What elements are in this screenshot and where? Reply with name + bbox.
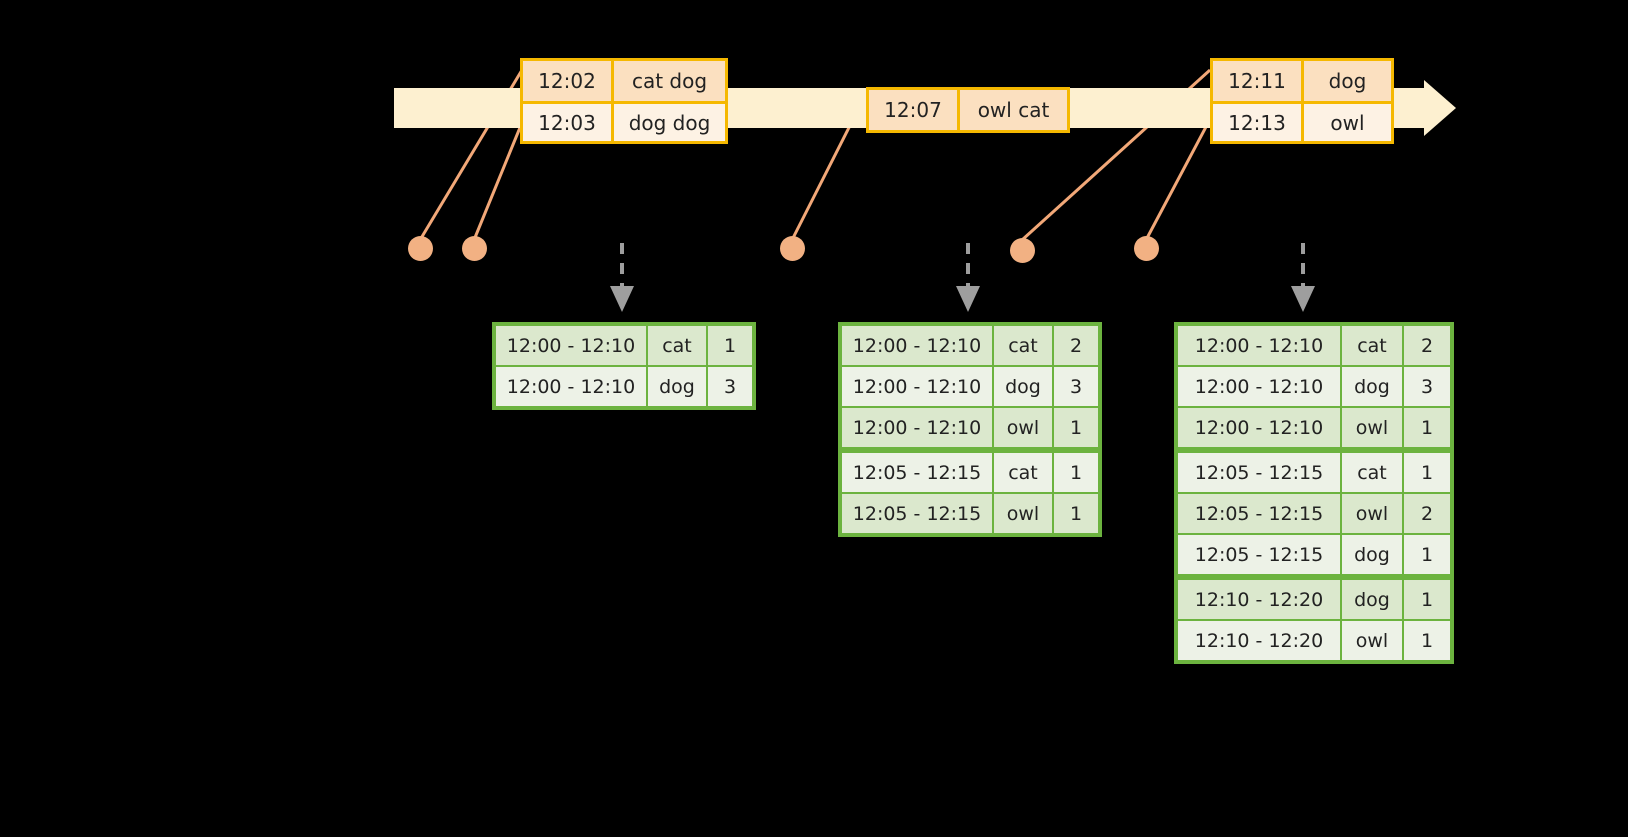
event-dot-3[interactable]: [780, 236, 805, 261]
cell-window: 12:00 - 12:10: [1178, 367, 1340, 406]
cell-count: 1: [1404, 580, 1450, 619]
event-dot-5[interactable]: [1134, 236, 1159, 261]
cell-window: 12:00 - 12:10: [496, 326, 646, 365]
event-words: cat dog: [611, 61, 725, 101]
cell-window: 12:05 - 12:15: [842, 494, 992, 533]
table-row[interactable]: 12:05 - 12:15 owl 1: [842, 494, 1098, 533]
table-row[interactable]: 12:10 - 12:20 owl 1: [1178, 621, 1450, 660]
cell-word: dog: [994, 367, 1052, 406]
event-words: dog dog: [611, 104, 725, 141]
timeline-arrowhead: [1424, 80, 1456, 136]
cell-count: 2: [1404, 326, 1450, 365]
cell-count: 1: [1404, 453, 1450, 492]
table-row[interactable]: 12:05 - 12:15 cat 1: [842, 453, 1098, 492]
table-row[interactable]: 12:00 - 12:10 owl 1: [842, 408, 1098, 447]
cell-word: owl: [994, 408, 1052, 447]
cell-window: 12:10 - 12:20: [1178, 580, 1340, 619]
cell-window: 12:05 - 12:15: [1178, 494, 1340, 533]
event-dot-2[interactable]: [462, 236, 487, 261]
cell-word: cat: [648, 326, 706, 365]
event-row[interactable]: 12:11 dog: [1213, 61, 1391, 101]
table-row[interactable]: 12:00 - 12:10 dog 3: [1178, 367, 1450, 406]
table-row[interactable]: 12:00 - 12:10 dog 3: [842, 367, 1098, 406]
cell-window: 12:00 - 12:10: [496, 367, 646, 406]
cell-window: 12:05 - 12:15: [1178, 453, 1340, 492]
cell-word: cat: [994, 453, 1052, 492]
result-table-1[interactable]: 12:00 - 12:10 cat 1 12:00 - 12:10 dog 3: [492, 322, 756, 410]
cell-word: owl: [1342, 494, 1402, 533]
cell-word: owl: [994, 494, 1052, 533]
event-box-group-3[interactable]: 12:11 dog 12:13 owl: [1210, 58, 1394, 144]
cell-window: 12:05 - 12:15: [1178, 535, 1340, 574]
cell-window: 12:00 - 12:10: [1178, 326, 1340, 365]
cell-word: owl: [1342, 408, 1402, 447]
cell-count: 1: [1054, 453, 1098, 492]
cell-count: 1: [1054, 494, 1098, 533]
event-time: 12:13: [1213, 104, 1301, 141]
event-time: 12:11: [1213, 61, 1301, 101]
event-time: 12:02: [523, 61, 611, 101]
event-words: dog: [1301, 61, 1391, 101]
cell-count: 3: [708, 367, 752, 406]
event-row[interactable]: 12:03 dog dog: [523, 101, 725, 141]
cell-window: 12:00 - 12:10: [842, 326, 992, 365]
cell-word: cat: [1342, 453, 1402, 492]
result-table-2[interactable]: 12:00 - 12:10 cat 2 12:00 - 12:10 dog 3 …: [838, 322, 1102, 537]
cell-word: cat: [994, 326, 1052, 365]
event-box-group-2[interactable]: 12:07 owl cat: [866, 87, 1070, 133]
cell-window: 12:10 - 12:20: [1178, 621, 1340, 660]
table-row[interactable]: 12:00 - 12:10 cat 2: [1178, 326, 1450, 365]
cell-count: 2: [1404, 494, 1450, 533]
result-table-3[interactable]: 12:00 - 12:10 cat 2 12:00 - 12:10 dog 3 …: [1174, 322, 1454, 664]
cell-word: dog: [648, 367, 706, 406]
cell-count: 1: [1404, 621, 1450, 660]
cell-count: 1: [1404, 408, 1450, 447]
cell-count: 1: [1404, 535, 1450, 574]
event-dot-1[interactable]: [408, 236, 433, 261]
table-row[interactable]: 12:10 - 12:20 dog 1: [1178, 580, 1450, 619]
arrow-to-table-3: [1291, 243, 1315, 312]
cell-count: 3: [1404, 367, 1450, 406]
cell-count: 1: [1054, 408, 1098, 447]
table-row[interactable]: 12:00 - 12:10 owl 1: [1178, 408, 1450, 447]
event-dot-4[interactable]: [1010, 238, 1035, 263]
table-row[interactable]: 12:00 - 12:10 cat 1: [496, 326, 752, 365]
table-row[interactable]: 12:05 - 12:15 cat 1: [1178, 453, 1450, 492]
cell-word: dog: [1342, 535, 1402, 574]
event-row[interactable]: 12:13 owl: [1213, 101, 1391, 141]
event-words: owl cat: [957, 90, 1067, 130]
cell-word: dog: [1342, 367, 1402, 406]
table-row[interactable]: 12:00 - 12:10 cat 2: [842, 326, 1098, 365]
event-row[interactable]: 12:07 owl cat: [869, 90, 1067, 130]
table-row[interactable]: 12:05 - 12:15 dog 1: [1178, 535, 1450, 574]
cell-word: owl: [1342, 621, 1402, 660]
cell-window: 12:05 - 12:15: [842, 453, 992, 492]
table-row[interactable]: 12:05 - 12:15 owl 2: [1178, 494, 1450, 533]
arrow-to-table-1: [610, 243, 634, 312]
cell-count: 1: [708, 326, 752, 365]
cell-word: cat: [1342, 326, 1402, 365]
event-time: 12:07: [869, 90, 957, 130]
cell-count: 2: [1054, 326, 1098, 365]
cell-count: 3: [1054, 367, 1098, 406]
cell-window: 12:00 - 12:10: [1178, 408, 1340, 447]
cell-window: 12:00 - 12:10: [842, 367, 992, 406]
event-time: 12:03: [523, 104, 611, 141]
arrow-to-table-2: [956, 243, 980, 312]
table-row[interactable]: 12:00 - 12:10 dog 3: [496, 367, 752, 406]
event-row[interactable]: 12:02 cat dog: [523, 61, 725, 101]
event-box-group-1[interactable]: 12:02 cat dog 12:03 dog dog: [520, 58, 728, 144]
event-words: owl: [1301, 104, 1391, 141]
cell-word: dog: [1342, 580, 1402, 619]
cell-window: 12:00 - 12:10: [842, 408, 992, 447]
